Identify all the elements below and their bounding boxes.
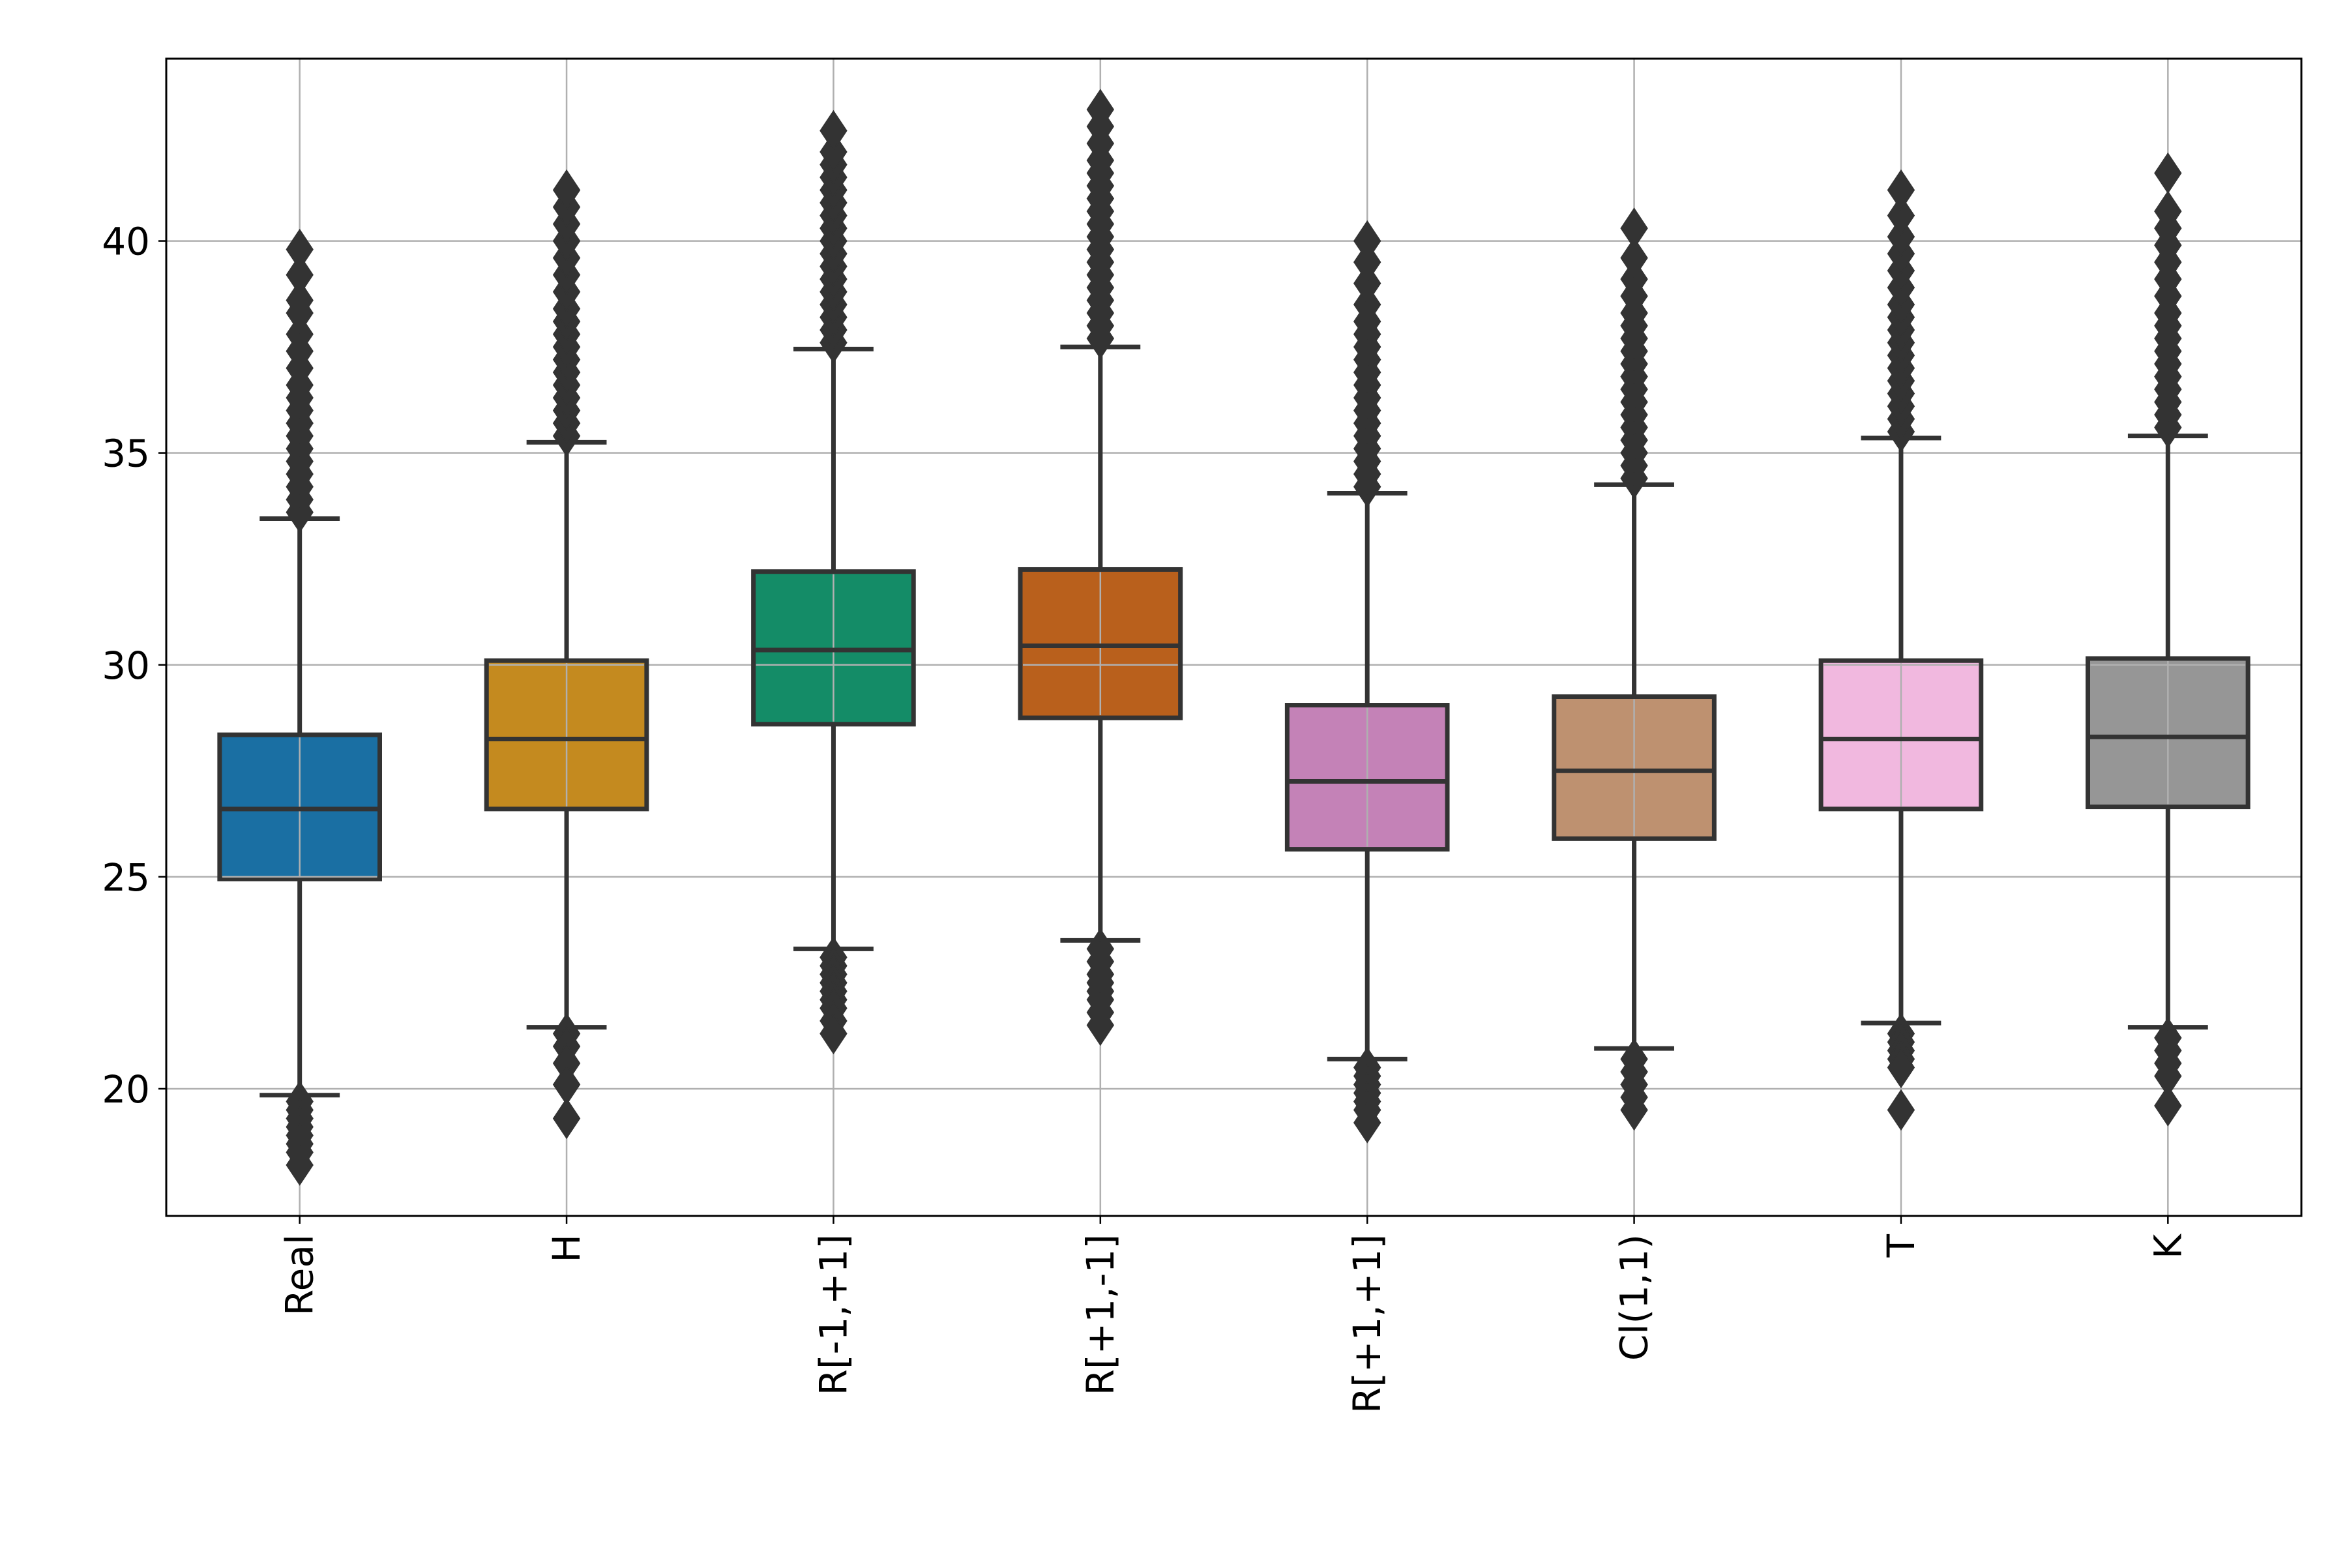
x-tick-label: H — [544, 1234, 589, 1263]
outlier-point — [1887, 194, 1915, 237]
x-tick-label: Real — [278, 1234, 322, 1316]
outlier-point — [286, 254, 314, 296]
outlier-point — [1620, 207, 1648, 249]
outlier-point — [1620, 1089, 1648, 1131]
box-group — [2086, 152, 2251, 1127]
outlier-point — [1353, 1102, 1381, 1144]
outlier-point — [2154, 152, 2182, 194]
outlier-point — [819, 1013, 848, 1055]
plot-frame — [165, 57, 2303, 1217]
x-tick-label: Cl(1,1) — [1612, 1234, 1657, 1361]
box-group — [1018, 89, 1183, 1046]
x-tick-label: K — [2146, 1233, 2190, 1259]
outlier-point — [1086, 1004, 1115, 1046]
outlier-point — [819, 110, 848, 152]
outlier-point — [286, 228, 314, 271]
outlier-point — [1620, 258, 1648, 300]
outlier-point — [552, 169, 581, 211]
outlier-point — [1887, 169, 1915, 211]
outlier-point — [1887, 216, 1915, 258]
outlier-point — [1086, 89, 1115, 130]
box-group — [484, 169, 649, 1140]
outlier-point — [1353, 220, 1381, 262]
y-tick-label: 20 — [102, 1067, 150, 1112]
outlier-point — [1887, 1046, 1915, 1089]
y-tick-label: 25 — [102, 855, 150, 900]
box-group — [751, 110, 916, 1055]
outlier-point — [1620, 237, 1648, 279]
y-tick-label: 40 — [102, 220, 150, 264]
x-tick-label: R[+1,-1] — [1078, 1234, 1123, 1395]
box-layer — [217, 89, 2251, 1186]
outlier-point — [286, 313, 314, 355]
x-tick-label: R[+1,+1] — [1345, 1234, 1389, 1413]
box-group — [1552, 207, 1717, 1131]
outlier-point — [2154, 1085, 2182, 1127]
outlier-point — [1353, 262, 1381, 304]
box-group — [1284, 220, 1450, 1144]
outlier-point — [1353, 241, 1381, 283]
outlier-point — [552, 1097, 581, 1140]
outlier-point — [1353, 284, 1381, 325]
x-tick-label: R[-1,+1] — [811, 1234, 855, 1395]
outlier-point — [286, 279, 314, 321]
outlier-point — [2154, 190, 2182, 232]
outlier-point — [1887, 1089, 1915, 1131]
y-tick-label: 35 — [102, 432, 150, 476]
x-tick-label: T — [1879, 1234, 1923, 1258]
box-group — [217, 228, 382, 1186]
outlier-point — [286, 1144, 314, 1186]
box-group — [1818, 169, 1984, 1131]
y-tick-label: 30 — [102, 643, 150, 688]
outlier-point — [819, 131, 848, 173]
